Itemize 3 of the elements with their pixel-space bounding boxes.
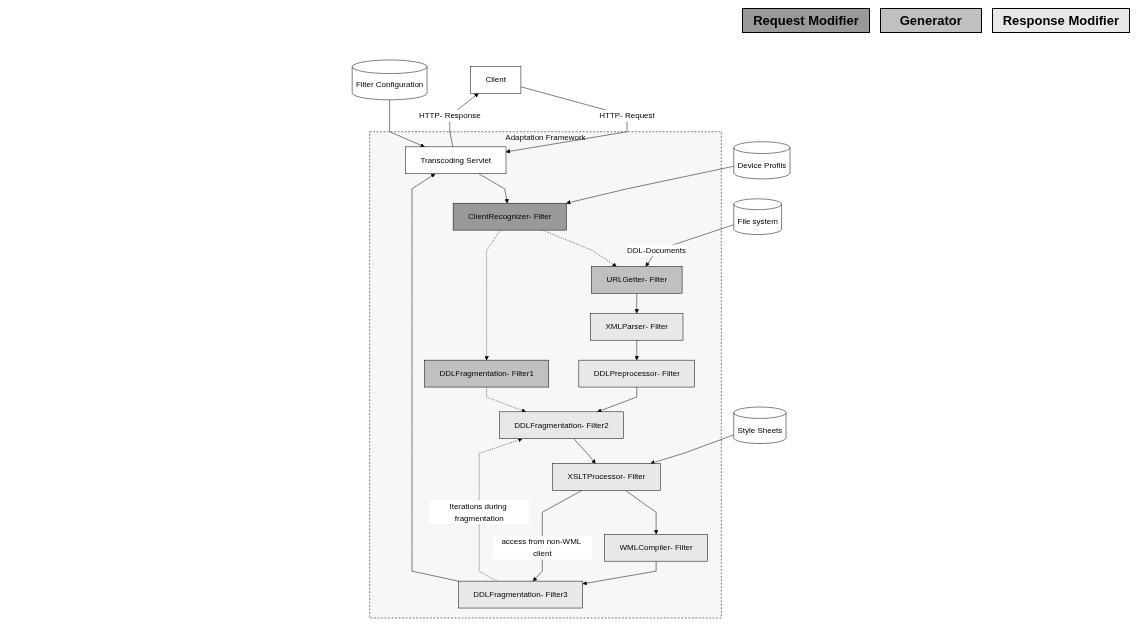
legend-swatch: Response Modifier — [991, 8, 1130, 33]
legend-swatch: Generator — [879, 8, 982, 33]
legend-swatch: Request Modifier — [742, 8, 870, 33]
